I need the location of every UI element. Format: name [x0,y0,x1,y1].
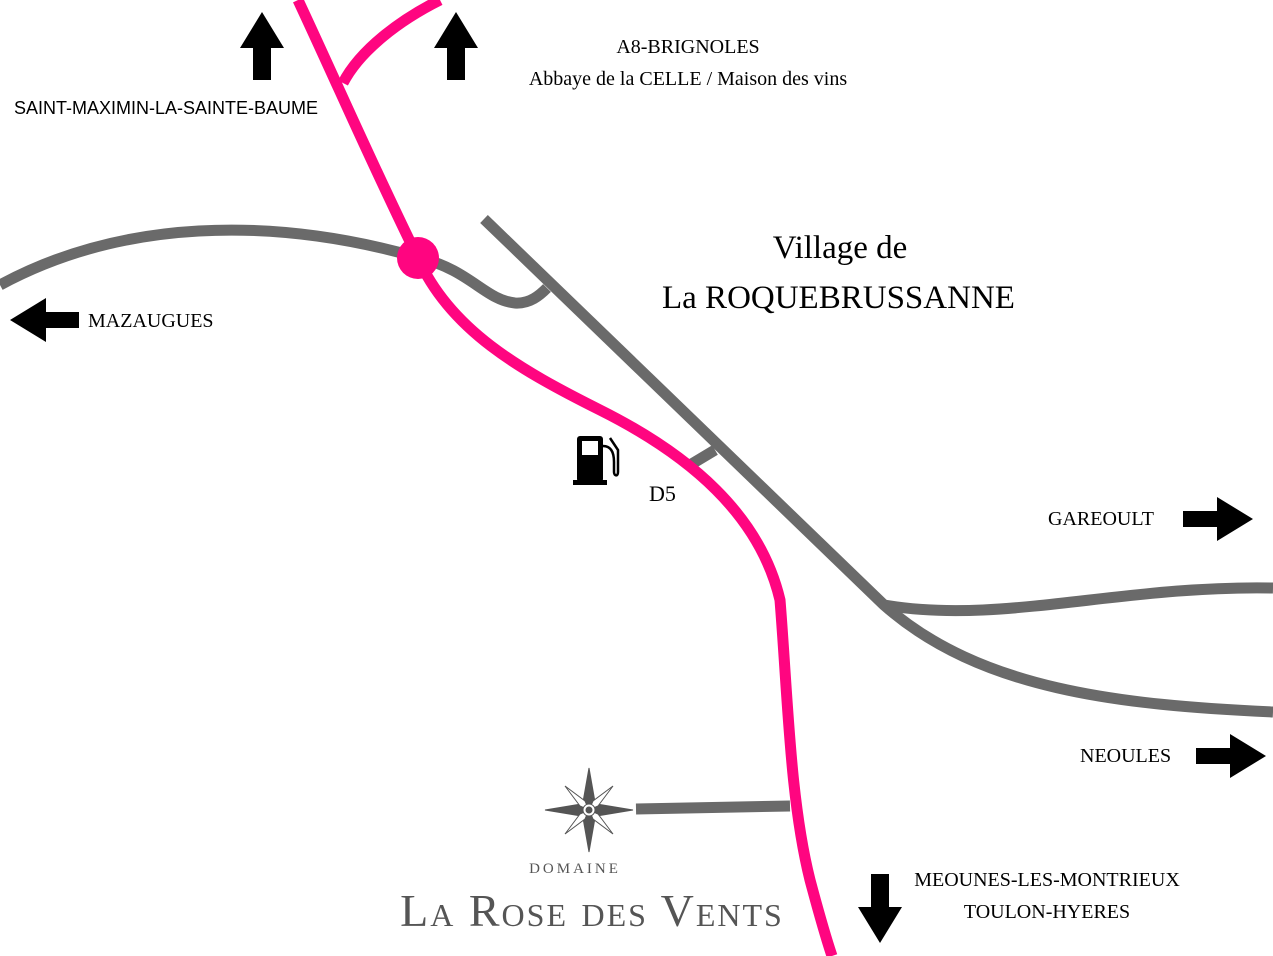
label-abbaye: Abbaye de la CELLE / Maison des vins [528,68,848,90]
label-mazaugues: MAZAUGUES [88,310,214,332]
main-road [293,0,838,956]
main-road-brignoles-branch [338,0,443,86]
road-domaine-access [635,800,791,815]
arrow-left-icon [10,298,79,342]
logo-domaine-label: DOMAINE [529,861,621,877]
compass-rose-icon [544,767,634,853]
fuel-pump-icon [573,436,620,485]
label-a8-brignoles: A8-BRIGNOLES [616,36,760,58]
arrow-up-icon [434,12,478,80]
label-village-line2: La ROQUEBRUSSANNE [662,280,1015,316]
arrow-right-icon [1183,497,1253,541]
logo-name: La Rose des Vents [400,885,784,936]
label-saint-maximin: SAINT-MAXIMIN-LA-SAINTE-BAUME [14,98,319,118]
direction-arrows [10,12,1266,943]
roundabout [397,237,439,279]
label-toulon: TOULON-HYERES [963,901,1131,923]
arrow-down-icon [858,874,902,943]
label-gareoult: GAREOULT [1048,508,1154,530]
main-road-d5 [293,0,838,956]
road-d5-spur [687,445,718,470]
label-neoules: NEOULES [1080,745,1172,767]
road-gareoult [883,582,1273,617]
label-village-line1: Village de [772,230,908,266]
road-village [480,215,1273,718]
arrow-right-icon [1196,734,1266,778]
road-mazaugues [0,224,551,309]
arrow-up-icon [240,12,284,80]
label-meounes: MEOUNES-LES-MONTRIEUX [914,869,1180,891]
label-d5: D5 [649,481,676,506]
